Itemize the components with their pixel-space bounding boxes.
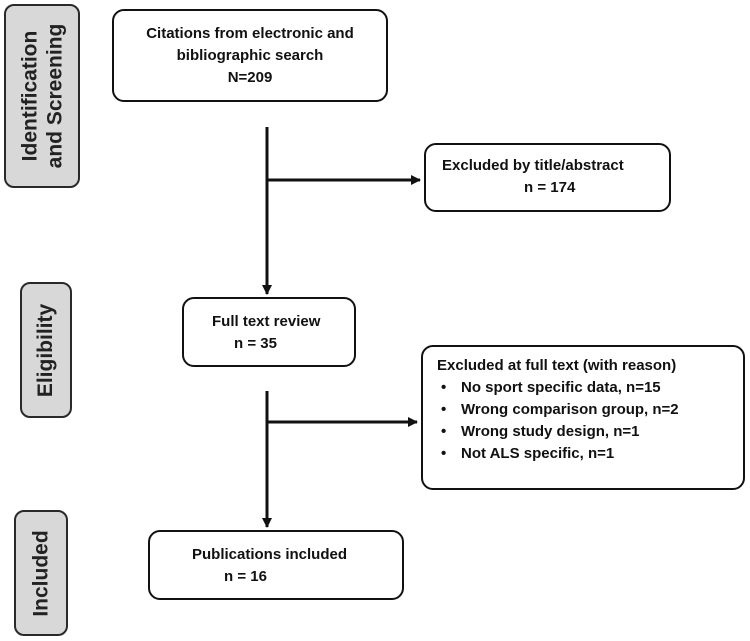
stage-included-line-1: Included: [29, 529, 53, 617]
stage-identification-line-2: and Screening: [43, 23, 67, 169]
exclusion-reason-item: Wrong comparison group, n=2: [437, 399, 743, 421]
stage-eligibility-line-1: Eligibility: [34, 303, 58, 397]
excluded-full-heading: Excluded at full text (with reason): [437, 357, 677, 374]
publications-count: n = 16: [224, 568, 267, 585]
stage-identification-screening: Identification and Screening: [4, 4, 80, 188]
stage-identification-text: Identification and Screening: [17, 24, 67, 169]
stage-eligibility-text: Eligibility: [34, 303, 59, 396]
full-text-heading: Full text review: [212, 313, 321, 330]
citations-line-2: bibliographic search: [176, 47, 324, 64]
exclusion-reason-item: Not ALS specific, n=1: [437, 443, 743, 465]
citations-line-1: Citations from electronic and: [146, 25, 354, 42]
full-text-review-box: Full text review n = 35: [182, 297, 356, 367]
exclusion-reason-item: No sport specific data, n=15: [437, 377, 743, 399]
publications-heading: Publications included: [192, 546, 348, 563]
stage-identification-line-1: Identification: [18, 30, 42, 162]
exclusion-reason-list: No sport specific data, n=15 Wrong compa…: [437, 377, 743, 465]
full-text-count: n = 35: [234, 335, 277, 352]
citations-box: Citations from electronic and bibliograp…: [112, 9, 388, 102]
excluded-title-heading: Excluded by title/abstract: [442, 157, 624, 174]
excluded-full-text-box: Excluded at full text (with reason) No s…: [421, 345, 745, 490]
publications-included-box: Publications included n = 16: [148, 530, 404, 600]
citations-count: N=209: [227, 69, 273, 86]
stage-eligibility: Eligibility: [20, 282, 72, 418]
stage-included: Included: [14, 510, 68, 636]
excluded-title-abstract-box: Excluded by title/abstract n = 174: [424, 143, 671, 212]
excluded-title-count: n = 174: [524, 179, 576, 196]
stage-included-text: Included: [29, 530, 54, 616]
exclusion-reason-item: Wrong study design, n=1: [437, 421, 743, 443]
